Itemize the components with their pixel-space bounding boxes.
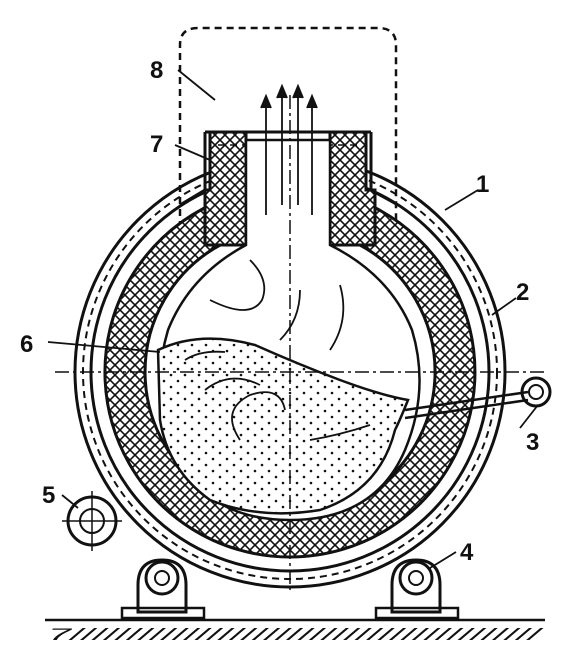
support-roller-right — [374, 558, 460, 620]
flow-line — [231, 391, 286, 441]
lance-head — [520, 376, 552, 408]
neck-collar — [179, 130, 399, 207]
label-3: 3 — [526, 429, 539, 456]
label-6: 6 — [20, 331, 33, 358]
flow-line — [184, 350, 226, 361]
label-5: 5 — [42, 482, 55, 509]
lance-head-inner — [528, 384, 544, 400]
flow-line — [309, 424, 371, 441]
leader-lines — [47, 69, 539, 569]
gas-flow-arrows — [260, 83, 318, 215]
neck-left-wall — [203, 130, 248, 247]
label-4: 4 — [460, 539, 474, 566]
ground-hatching: 7///////////////////////////////////////… — [48, 625, 546, 644]
label-1: 1 — [476, 171, 489, 198]
lance — [404, 390, 529, 420]
flow-line — [209, 259, 266, 311]
molten-bath — [156, 337, 410, 515]
flow-line — [329, 284, 345, 351]
label-8: 8 — [150, 57, 163, 84]
hood-outline — [178, 26, 398, 240]
flow-line — [204, 377, 261, 391]
neck-right-wall — [328, 130, 377, 247]
label-7: 7 — [150, 131, 163, 158]
flow-line — [279, 289, 301, 341]
label-2: 2 — [516, 279, 529, 306]
support-roller-left — [120, 558, 206, 620]
